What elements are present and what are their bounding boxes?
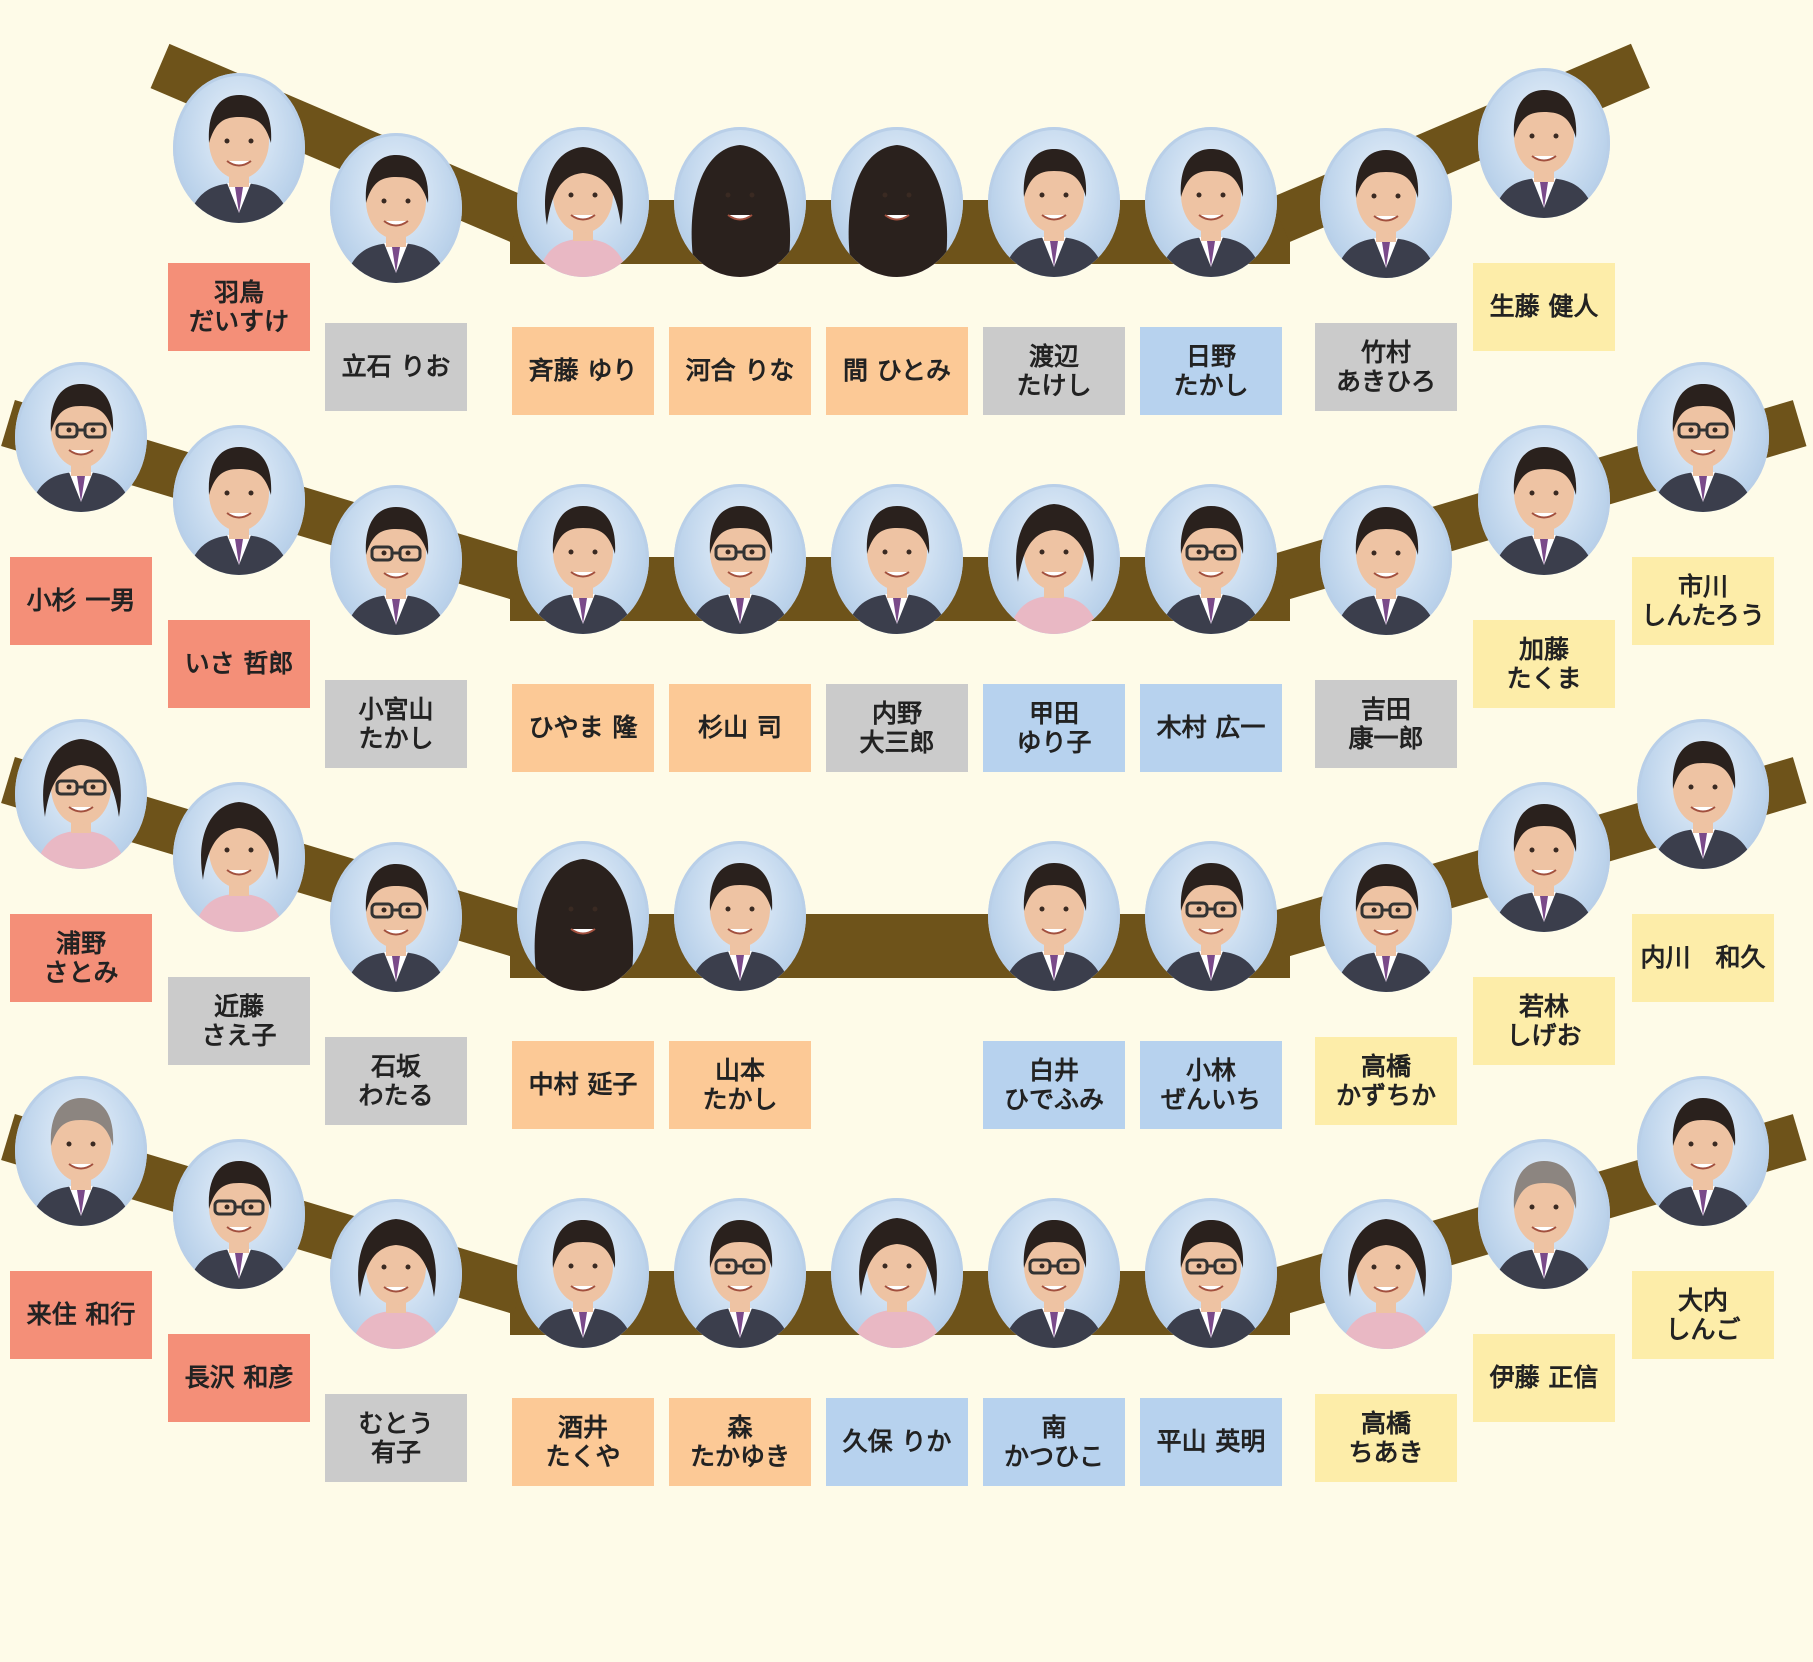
candidate-name: 伊藤 正信 bbox=[1473, 1334, 1615, 1422]
candidate-name: 吉田 康一郎 bbox=[1315, 680, 1457, 768]
candidate-name: 南 かつひこ bbox=[983, 1398, 1125, 1486]
candidate-name: 小杉 一男 bbox=[10, 557, 152, 645]
candidate-photo bbox=[15, 362, 147, 512]
candidate-photo bbox=[330, 485, 462, 635]
candidate-photo bbox=[674, 484, 806, 634]
candidate-name: 森 たかゆき bbox=[669, 1398, 811, 1486]
candidate-photo bbox=[1145, 127, 1277, 277]
candidate-photo bbox=[173, 1139, 305, 1289]
candidate-photo bbox=[1320, 485, 1452, 635]
candidate-name: 生藤 健人 bbox=[1473, 263, 1615, 351]
candidate-name: 近藤 さえ子 bbox=[168, 977, 310, 1065]
candidate-name: 山本 たかし bbox=[669, 1041, 811, 1129]
candidate-photo bbox=[330, 1199, 462, 1349]
candidate-name: 中村 延子 bbox=[512, 1041, 654, 1129]
candidate-name: むとう 有子 bbox=[325, 1394, 467, 1482]
candidate-name: 間 ひとみ bbox=[826, 327, 968, 415]
candidate-photo bbox=[988, 841, 1120, 991]
candidate-name: 高橋 かずちか bbox=[1315, 1037, 1457, 1125]
candidate-name: 竹村 あきひろ bbox=[1315, 323, 1457, 411]
candidate-photo bbox=[173, 73, 305, 223]
candidate-photo bbox=[173, 425, 305, 575]
candidate-photo bbox=[988, 484, 1120, 634]
candidate-name: いさ 哲郎 bbox=[168, 620, 310, 708]
candidate-name: 久保 りか bbox=[826, 1398, 968, 1486]
candidate-photo bbox=[517, 841, 649, 991]
candidate-photo bbox=[1637, 719, 1769, 869]
candidate-name: 浦野 さとみ bbox=[10, 914, 152, 1002]
candidate-name: 大内 しんご bbox=[1632, 1271, 1774, 1359]
candidate-photo bbox=[1478, 68, 1610, 218]
candidate-name: 内野 大三郎 bbox=[826, 684, 968, 772]
candidate-photo bbox=[1478, 425, 1610, 575]
candidate-name: 内川 和久 bbox=[1632, 914, 1774, 1002]
candidate-photo bbox=[15, 1076, 147, 1226]
candidate-photo bbox=[517, 484, 649, 634]
candidate-name: ひやま 隆 bbox=[512, 684, 654, 772]
candidate-name: 若林 しげお bbox=[1473, 977, 1615, 1065]
candidate-name: 小林 ぜんいち bbox=[1140, 1041, 1282, 1129]
candidate-name: 高橋 ちあき bbox=[1315, 1394, 1457, 1482]
candidate-name: 市川 しんたろう bbox=[1632, 557, 1774, 645]
candidate-photo bbox=[674, 841, 806, 991]
candidate-name: 白井 ひでふみ bbox=[983, 1041, 1125, 1129]
candidate-name: 木村 広一 bbox=[1140, 684, 1282, 772]
candidate-photo bbox=[1637, 1076, 1769, 1226]
candidate-name: 河合 りな bbox=[669, 327, 811, 415]
candidate-photo bbox=[517, 1198, 649, 1348]
candidate-photo bbox=[1320, 128, 1452, 278]
candidate-photo bbox=[330, 133, 462, 283]
candidate-photo bbox=[330, 842, 462, 992]
candidate-photo bbox=[988, 127, 1120, 277]
candidate-photo bbox=[1145, 1198, 1277, 1348]
candidate-photo bbox=[1145, 841, 1277, 991]
candidate-photo bbox=[831, 484, 963, 634]
candidate-photo bbox=[674, 1198, 806, 1348]
candidate-name: 加藤 たくま bbox=[1473, 620, 1615, 708]
candidate-photo bbox=[173, 782, 305, 932]
candidate-name: 小宮山 たかし bbox=[325, 680, 467, 768]
candidate-photo bbox=[674, 127, 806, 277]
candidate-name: 立石 りお bbox=[325, 323, 467, 411]
candidate-photo bbox=[1478, 782, 1610, 932]
candidate-name: 長沢 和彦 bbox=[168, 1334, 310, 1422]
candidate-photo bbox=[1637, 362, 1769, 512]
candidate-photo bbox=[988, 1198, 1120, 1348]
candidate-photo bbox=[831, 127, 963, 277]
candidate-name: 来住 和行 bbox=[10, 1271, 152, 1359]
candidate-name: 渡辺 たけし bbox=[983, 327, 1125, 415]
candidate-photo bbox=[1320, 1199, 1452, 1349]
candidate-name: 羽鳥 だいすけ bbox=[168, 263, 310, 351]
candidate-photo bbox=[1478, 1139, 1610, 1289]
candidate-name: 日野 たかし bbox=[1140, 327, 1282, 415]
candidate-photo bbox=[831, 1198, 963, 1348]
candidate-name: 酒井 たくや bbox=[512, 1398, 654, 1486]
candidate-photo bbox=[15, 719, 147, 869]
candidate-photo bbox=[1145, 484, 1277, 634]
candidate-name: 斉藤 ゆり bbox=[512, 327, 654, 415]
candidate-name: 平山 英明 bbox=[1140, 1398, 1282, 1486]
candidate-photo bbox=[1320, 842, 1452, 992]
candidate-name: 甲田 ゆり子 bbox=[983, 684, 1125, 772]
candidate-photo bbox=[517, 127, 649, 277]
candidate-name: 杉山 司 bbox=[669, 684, 811, 772]
candidate-name: 石坂 わたる bbox=[325, 1037, 467, 1125]
